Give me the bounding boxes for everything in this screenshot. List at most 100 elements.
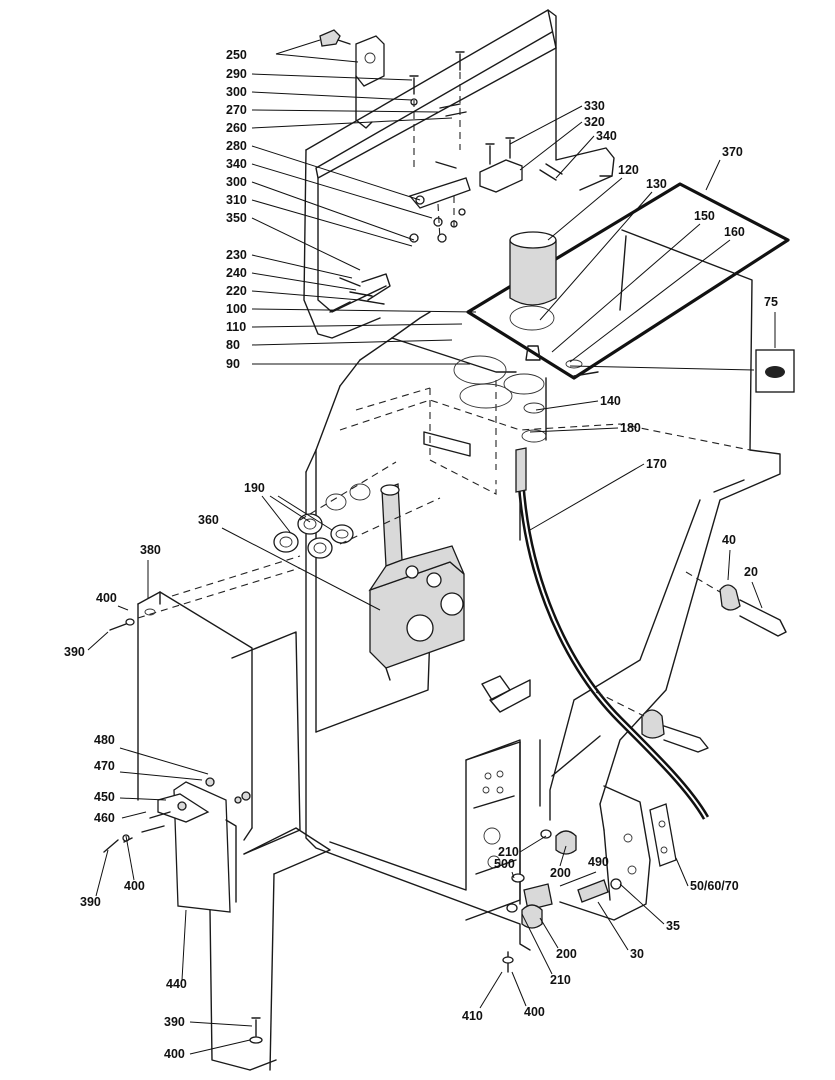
hinge-pins-left	[339, 273, 391, 305]
part-label-c220: 220	[226, 284, 247, 298]
leader-line-c280	[251, 145, 421, 201]
leader-line-c370	[705, 159, 721, 191]
part-label-c300b: 300	[226, 175, 247, 189]
leader-line-c200a	[559, 845, 567, 867]
leader-line-c340a	[251, 163, 433, 219]
leader-line-c270	[251, 109, 439, 113]
part-label-c110: 110	[226, 320, 246, 334]
part-label-c280: 280	[226, 139, 247, 153]
hinge-bracket	[319, 29, 385, 129]
part-label-c160: 160	[724, 225, 745, 239]
part-label-c360: 360	[198, 513, 219, 527]
leader-line-c330	[509, 105, 583, 145]
leader-line-c200b	[539, 917, 559, 949]
leader-line-c300b	[251, 181, 415, 241]
part-label-c90: 90	[226, 357, 240, 371]
upper-bolts	[408, 51, 471, 243]
part-label-c75: 75	[764, 295, 778, 309]
callout-labels: 250 290 300 270 260 280 340 300 310 350 230 240 220 1…	[64, 48, 778, 1061]
leader-line-c150	[551, 223, 701, 353]
leader-line-c400b	[125, 835, 135, 881]
part-label-c390c: 390	[164, 1015, 185, 1029]
part-label-c200b: 200	[556, 947, 577, 961]
leader-line-c410	[479, 971, 503, 1009]
part-label-c35: 35	[666, 919, 680, 933]
leader-line-c20	[751, 581, 763, 609]
leader-line-c290	[251, 73, 413, 81]
part-label-c230: 230	[226, 248, 247, 262]
part-label-c50: 50/60/70	[690, 879, 739, 893]
part-label-c170: 170	[646, 457, 667, 471]
part-label-c490: 490	[588, 855, 609, 869]
part-label-c130: 130	[646, 177, 667, 191]
leader-line-c120	[547, 177, 623, 241]
leader-line-c340b	[555, 135, 595, 179]
part-label-c40: 40	[722, 533, 736, 547]
leader-line-c190	[269, 495, 311, 523]
leader-line-c300a	[251, 91, 413, 101]
part-label-c140: 140	[600, 394, 621, 408]
part-label-c310: 310	[226, 193, 247, 207]
plug-75	[755, 349, 795, 393]
part-label-c120: 120	[618, 163, 639, 177]
part-label-c450: 450	[94, 790, 115, 804]
part-label-c400c: 400	[164, 1047, 185, 1061]
leader-line-c80	[251, 339, 453, 346]
filter-cartridge	[509, 231, 583, 369]
part-label-c80: 80	[226, 338, 240, 352]
leader-line-c250a	[275, 53, 359, 63]
part-label-c290: 290	[226, 67, 247, 81]
part-label-c20: 20	[744, 565, 758, 579]
part-label-c390a: 390	[64, 645, 85, 659]
switch-block	[479, 137, 563, 193]
part-label-c200a: 200	[550, 866, 571, 880]
part-label-c460: 460	[94, 811, 115, 825]
mounting-bracket	[103, 777, 251, 913]
part-label-c210b: 210	[550, 973, 571, 987]
leader-line-c75	[569, 365, 755, 371]
control-block	[465, 675, 577, 929]
leader-line-c190	[261, 495, 291, 533]
part-label-c470: 470	[94, 759, 115, 773]
part-label-c100: 100	[226, 302, 247, 316]
part-label-c250a: 250	[226, 48, 247, 62]
leader-line-c30	[597, 901, 629, 951]
side-cover	[109, 555, 331, 1071]
part-label-c300a: 300	[226, 85, 247, 99]
leader-line-c230	[251, 254, 353, 279]
leader-line-c260	[251, 117, 453, 129]
part-label-c330: 330	[584, 99, 605, 113]
leader-line-c360	[221, 527, 381, 611]
part-label-c150: 150	[694, 209, 715, 223]
part-label-c260: 260	[226, 121, 247, 135]
part-label-c30: 30	[630, 947, 644, 961]
leader-line-c400d	[511, 971, 527, 1007]
part-label-c400a: 400	[96, 591, 117, 605]
leader-line-c140	[535, 400, 599, 411]
part-label-c500: 500	[494, 857, 515, 871]
part-label-c240: 240	[226, 266, 247, 280]
cover-gasket	[466, 182, 790, 380]
leader-line-c460	[121, 811, 147, 819]
part-label-c210a: 210	[498, 845, 519, 859]
leader-line-c390c	[189, 1021, 253, 1027]
tank-body	[305, 229, 781, 951]
part-label-c400d: 400	[524, 1005, 545, 1019]
seals	[273, 461, 441, 559]
gear-pump	[368, 483, 465, 681]
leader-line-c490	[559, 871, 597, 887]
leader-line-c400c	[189, 1039, 251, 1055]
part-label-c440: 440	[166, 977, 187, 991]
leader-line-c320	[519, 121, 583, 171]
part-label-c340b: 340	[596, 129, 617, 143]
part-label-c350: 350	[226, 211, 247, 225]
leader-line-c35	[619, 883, 665, 925]
part-label-c270: 270	[226, 103, 247, 117]
leader-line-c390b	[95, 849, 109, 897]
leader-line-c400a	[117, 605, 129, 611]
part-label-c320: 320	[584, 115, 605, 129]
part-label-c340a: 340	[226, 157, 247, 171]
lower-flange	[559, 785, 677, 921]
leader-line-c350	[251, 217, 361, 271]
leader-line-c470	[119, 771, 203, 781]
